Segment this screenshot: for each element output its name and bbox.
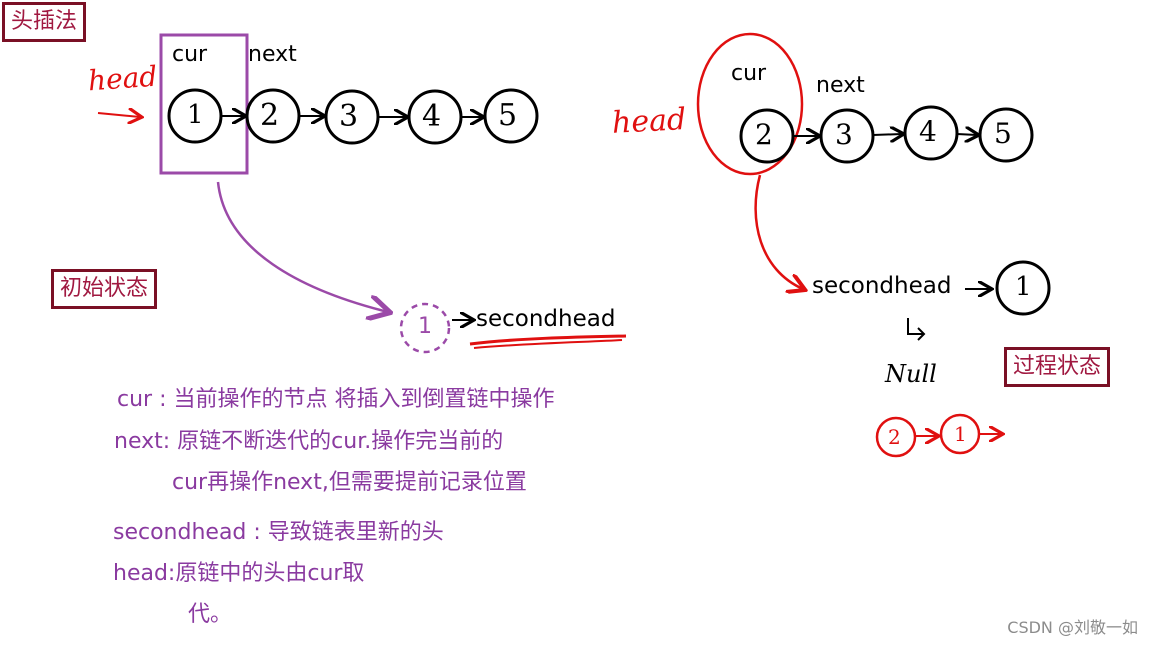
right-node-3-value: 3 (835, 118, 853, 151)
left-node-5-value: 5 (498, 98, 518, 133)
left-node-3-value: 3 (339, 99, 359, 134)
left-node-4-value: 4 (422, 99, 442, 134)
left-linked-list (97, 33, 627, 354)
title-process-state: 过程状态 (1004, 347, 1111, 387)
left-node-1-value: 1 (187, 100, 204, 130)
note-secondhead: secondhead : 导致链表里新的头 (113, 514, 444, 546)
left-node-2-value: 2 (260, 98, 280, 133)
note-next-cont: cur再操作next,但需要提前记录位置 (172, 470, 527, 495)
dashed-node-value: 1 (418, 314, 432, 339)
secondhead-node-value: 1 (1015, 272, 1032, 302)
note-secondhead-text: 导致链表里新的头 (267, 520, 444, 545)
right-node-4-value: 4 (919, 115, 937, 148)
red-curve-arrow (754, 174, 803, 289)
title-initial-state: 初始状态 (51, 269, 158, 309)
note-head-cont: 代。 (188, 602, 233, 627)
right-cur-label: cur (731, 61, 767, 86)
purple-curve-arrow (216, 181, 388, 312)
cur-highlight-ellipse (696, 32, 804, 176)
right-next-label: next (816, 73, 865, 98)
note-head: head:原链中的头由cur取 (113, 555, 364, 587)
cur-highlight-box (159, 33, 249, 175)
right-secondhead-label: secondhead (812, 273, 952, 299)
watermark: CSDN @刘敬一如 (1007, 618, 1138, 637)
note-cur-key: cur : (117, 387, 167, 412)
note-next-key: next: (114, 429, 171, 454)
small-node-1-value: 1 (954, 422, 967, 446)
left-head-arrow (97, 113, 140, 117)
title-head-insert: 头插法 (2, 2, 87, 42)
note-next: next: 原链不断迭代的cur.操作完当前的 (114, 423, 503, 455)
null-label: Null (885, 360, 937, 388)
small-node-2-value: 2 (888, 425, 901, 449)
left-next-label: next (248, 42, 297, 67)
right-node-5-value: 5 (994, 117, 1012, 150)
left-secondhead-label: secondhead (476, 306, 616, 332)
down-arrow-icon (907, 318, 926, 341)
left-cur-label: cur (172, 42, 208, 67)
right-linked-list (696, 32, 1051, 458)
secondhead-node-1 (995, 260, 1051, 316)
right-node-2-value: 2 (755, 118, 773, 151)
note-cur-text: 当前操作的节点 将插入到倒置链中操作 (173, 387, 555, 412)
note-next-text: 原链不断迭代的cur.操作完当前的 (177, 429, 504, 454)
note-secondhead-key: secondhead : (113, 520, 261, 545)
left-head-label: head (86, 59, 159, 98)
note-cur: cur : 当前操作的节点 将插入到倒置链中操作 (117, 381, 555, 413)
right-head-label: head (611, 102, 688, 141)
secondhead-underline (469, 334, 627, 346)
note-head-key: head: (113, 561, 176, 586)
note-head-text: 原链中的头由cur取 (175, 561, 365, 586)
dashed-node-1 (399, 302, 451, 354)
